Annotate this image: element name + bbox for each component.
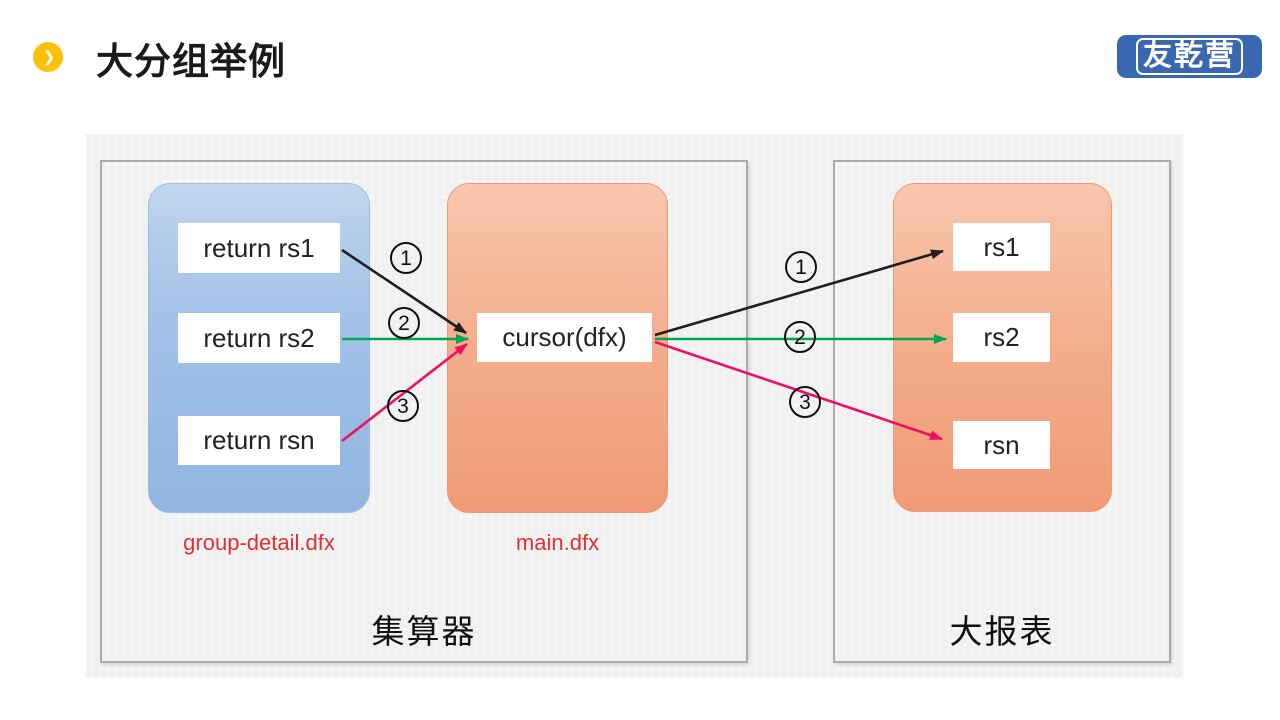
step-2-right-badge: 2 bbox=[784, 321, 816, 353]
rs1-result-box: rs1 bbox=[953, 223, 1050, 271]
rsn-result-box: rsn bbox=[953, 421, 1050, 469]
group-detail-file-label: group-detail.dfx bbox=[183, 530, 335, 555]
step-3-left-badge: 3 bbox=[387, 390, 419, 422]
main-file-label: main.dfx bbox=[515, 530, 600, 555]
step-3-right-badge: 3 bbox=[789, 386, 821, 418]
brand-logo-text: 友乾营 bbox=[1135, 38, 1243, 75]
brand-logo: 友乾营 bbox=[1117, 35, 1262, 78]
step-2-left-badge: 2 bbox=[388, 307, 420, 339]
step-1-left-badge: 1 bbox=[390, 242, 422, 274]
rs2-result-box: rs2 bbox=[953, 313, 1050, 362]
return-rsn-box: return rsn bbox=[178, 416, 340, 465]
esproc-frame-caption: 集算器 bbox=[371, 613, 477, 650]
step-1-right-badge: 1 bbox=[785, 251, 817, 283]
report-frame-caption: 大报表 bbox=[949, 613, 1055, 650]
cursor-dfx-box: cursor(dfx) bbox=[477, 313, 652, 362]
return-rs1-box: return rs1 bbox=[178, 223, 340, 273]
page-title: 大分组举例 bbox=[96, 41, 286, 82]
return-rs2-box: return rs2 bbox=[178, 313, 340, 363]
chevron-right-icon: ❯ bbox=[33, 42, 63, 72]
chevron-glyph: ❯ bbox=[42, 48, 56, 66]
